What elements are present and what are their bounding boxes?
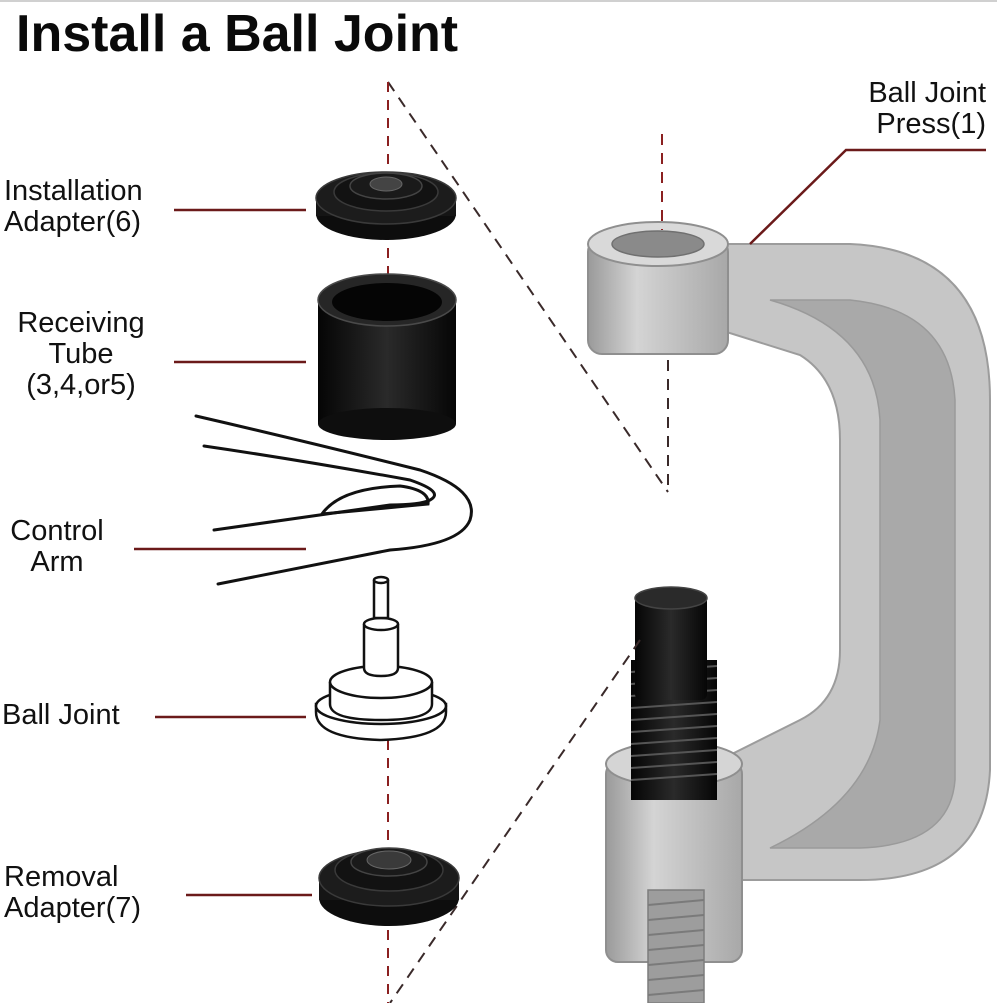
label-ball-joint-press-line2: Press(1)	[876, 108, 986, 140]
label-removal-adapter-line2: Adapter(7)	[4, 892, 142, 924]
label-control-arm: Control Arm	[2, 516, 112, 578]
diagram-title: Install a Ball Joint	[16, 5, 459, 63]
label-control-arm-line2: Arm	[30, 546, 84, 578]
label-ball-joint-press: Ball Joint Press(1)	[844, 78, 986, 140]
label-installation-adapter: Installation Adapter(6)	[4, 176, 143, 238]
label-installation-adapter-line2: Adapter(6)	[4, 206, 142, 238]
leader-press	[749, 148, 986, 245]
label-removal-adapter: Removal Adapter(7)	[4, 862, 141, 924]
label-installation-adapter-line1: Installation	[4, 175, 143, 207]
leader-lines	[134, 148, 986, 897]
removal-adapter-part	[318, 847, 460, 926]
forcing-screw	[630, 586, 718, 800]
label-ball-joint-line1: Ball Joint	[2, 699, 120, 731]
control-arm-part	[194, 414, 473, 586]
ball-joint-part	[314, 575, 448, 742]
label-receiving-tube: Receiving Tube (3,4,or5)	[2, 308, 160, 401]
label-control-arm-line1: Control	[10, 515, 104, 547]
label-receiving-tube-line3: (3,4,or5)	[26, 369, 136, 401]
label-removal-adapter-line1: Removal	[4, 861, 119, 893]
label-receiving-tube-line2: Tube	[48, 338, 114, 370]
receiving-tube-part	[317, 273, 457, 440]
installation-adapter-part	[315, 171, 457, 240]
label-ball-joint-press-line1: Ball Joint	[868, 77, 986, 109]
label-receiving-tube-line1: Receiving	[17, 307, 145, 339]
label-ball-joint: Ball Joint	[2, 700, 120, 731]
dashed-alignment-lines	[387, 81, 669, 1003]
